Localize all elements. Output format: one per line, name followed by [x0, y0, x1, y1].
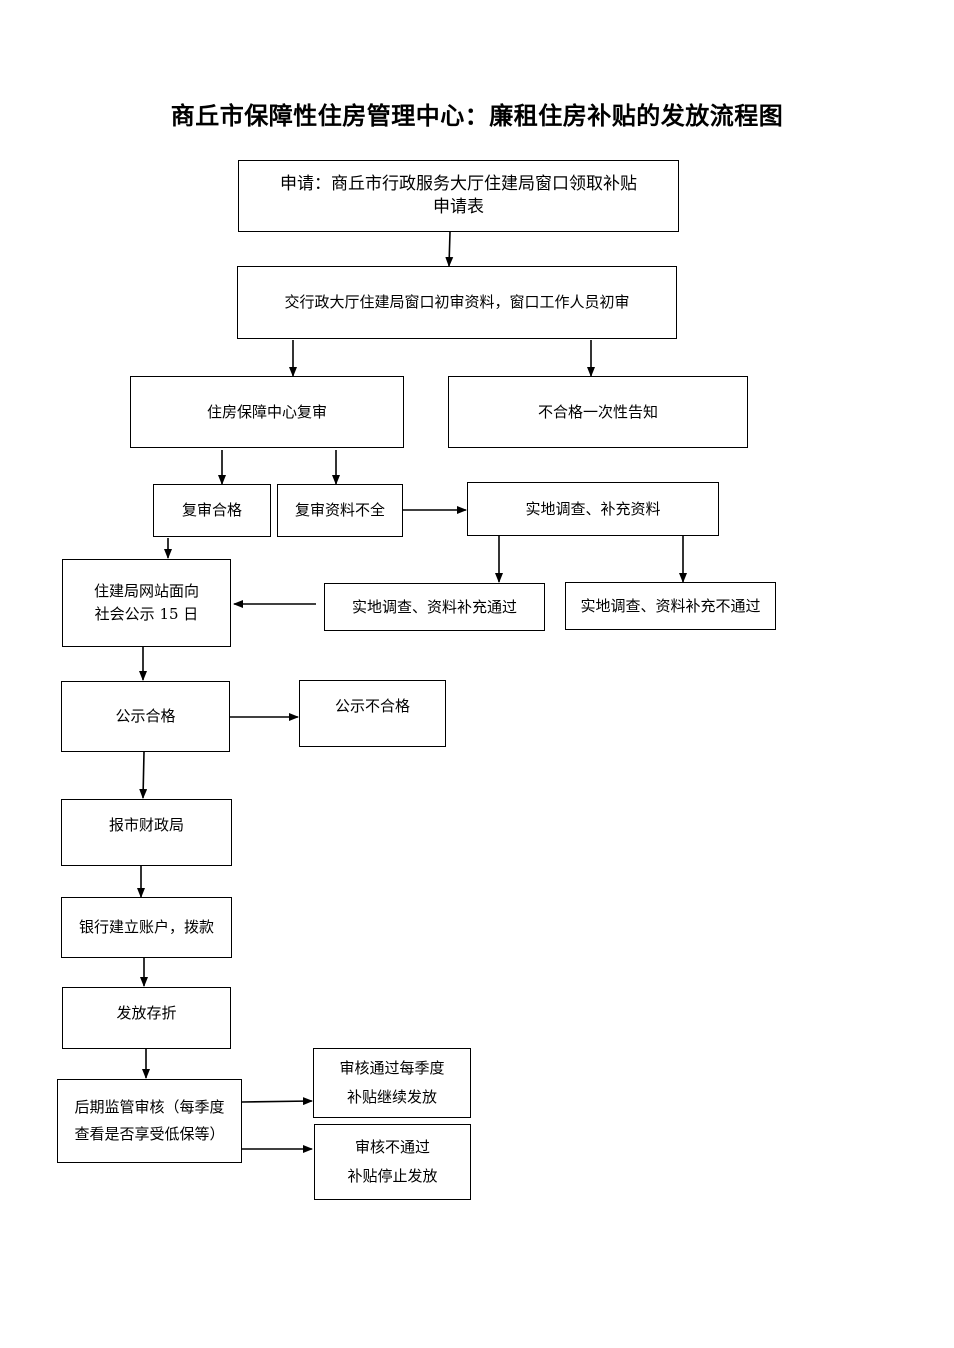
audit-fail-line2: 补贴停止发放 — [347, 1167, 438, 1185]
arrow-apply-to-submit — [445, 231, 454, 267]
supervision-line1: 后期监管审核（每季度 — [74, 1098, 225, 1116]
notice-pass-node: 公示合格 — [61, 681, 230, 752]
review-incomplete-label: 复审资料不全 — [294, 501, 385, 519]
audit-pass-line2: 补贴继续发放 — [346, 1088, 437, 1106]
notice-pass-label: 公示合格 — [115, 707, 176, 725]
review-pass-label: 复审合格 — [181, 501, 242, 519]
arrow-notice-pass-to-finance — [139, 751, 148, 799]
bank-account-label: 银行建立账户，拨款 — [78, 918, 214, 936]
notice-fail-node: 公示不合格 — [299, 680, 446, 747]
notice-fail-label: 公示不合格 — [334, 697, 410, 715]
investigation-pass-node: 实地调查、资料补充通过 — [324, 583, 545, 631]
investigation-fail-node: 实地调查、资料补充不通过 — [565, 582, 776, 630]
audit-fail-line1: 审核不通过 — [354, 1138, 430, 1156]
report-finance-label: 报市财政局 — [108, 816, 184, 834]
submit-node-label: 交行政大厅住建局窗口初审资料，窗口工作人员初审 — [284, 293, 630, 311]
supervision-line2: 查看是否享受低保等） — [74, 1125, 225, 1143]
issue-passbook-node: 发放存折 — [62, 987, 231, 1049]
public-notice-line2: 社会公示 15 日 — [94, 605, 199, 623]
supervision-node: 后期监管审核（每季度 查看是否享受低保等） — [57, 1079, 242, 1163]
audit-pass-node: 审核通过每季度 补贴继续发放 — [313, 1048, 471, 1118]
arrow-supervision-to-audit-pass — [241, 1097, 313, 1106]
review-pass-node: 复审合格 — [153, 484, 271, 537]
report-finance-node: 报市财政局 — [61, 799, 232, 866]
center-review-node: 住房保障中心复审 — [130, 376, 404, 448]
field-investigation-label: 实地调查、补充资料 — [525, 499, 661, 518]
unqualified-notice-label: 不合格一次性告知 — [537, 402, 658, 421]
investigation-fail-label: 实地调查、资料补充不通过 — [580, 596, 761, 615]
apply-node-line2: 申请表 — [433, 197, 484, 217]
page-title: 商丘市保障性住房管理中心：廉租住房补贴的发放流程图 — [170, 102, 784, 130]
apply-node-line1: 申请：商丘市行政服务大厅住建局窗口领取补贴 — [280, 174, 637, 194]
review-incomplete-node: 复审资料不全 — [277, 484, 403, 537]
center-review-label: 住房保障中心复审 — [206, 402, 327, 421]
audit-pass-line1: 审核通过每季度 — [339, 1059, 445, 1077]
investigation-pass-label: 实地调查、资料补充通过 — [351, 597, 517, 616]
apply-node: 申请：商丘市行政服务大厅住建局窗口领取补贴 申请表 — [238, 160, 679, 232]
unqualified-notice-node: 不合格一次性告知 — [448, 376, 748, 448]
public-notice-node: 住建局网站面向 社会公示 15 日 — [62, 559, 231, 647]
issue-passbook-label: 发放存折 — [116, 1004, 177, 1022]
field-investigation-node: 实地调查、补充资料 — [467, 482, 719, 536]
submit-node: 交行政大厅住建局窗口初审资料，窗口工作人员初审 — [237, 266, 677, 339]
audit-fail-node: 审核不通过 补贴停止发放 — [314, 1124, 471, 1200]
public-notice-line1: 住建局网站面向 — [93, 582, 199, 600]
bank-account-node: 银行建立账户，拨款 — [61, 897, 232, 958]
